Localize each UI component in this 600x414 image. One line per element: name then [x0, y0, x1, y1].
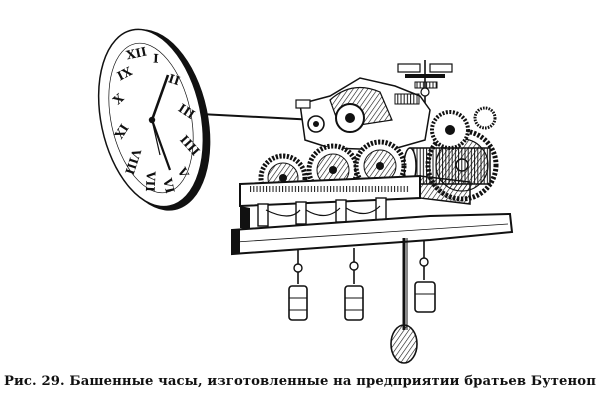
dial-numeral: XI [114, 64, 134, 83]
upper-gear-train [295, 77, 431, 151]
dial-numeral: VII [143, 170, 158, 193]
hour-hand [150, 74, 170, 121]
base-plate [231, 212, 514, 256]
dial-numeral: II [167, 71, 182, 88]
weight-1 [288, 250, 308, 321]
drive-rod [199, 113, 317, 121]
governor [397, 60, 453, 110]
main-frame [239, 174, 471, 230]
weight-3 [414, 240, 436, 313]
minute-hand [150, 119, 172, 171]
dial-numeral: XII [125, 44, 148, 62]
dial-numeral: VI [160, 176, 177, 195]
weight-2 [344, 248, 364, 321]
dial-numeral: I [153, 51, 160, 65]
clock-mechanism [231, 60, 514, 364]
pendulum [390, 238, 418, 364]
figure-caption: Рис. 29. Башенные часы, изготовленные на… [4, 374, 596, 389]
